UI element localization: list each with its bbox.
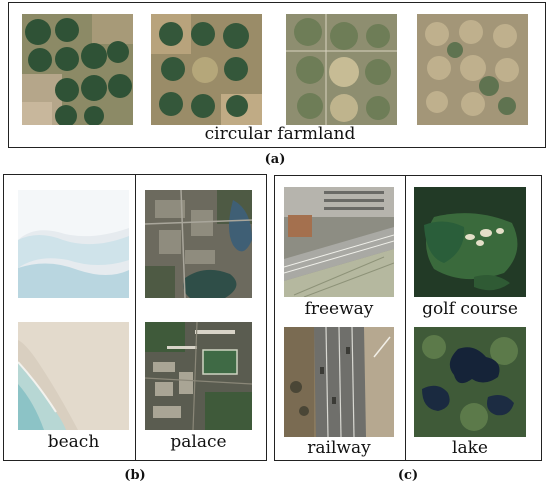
beach-label: beach [47, 432, 100, 452]
freeway-image [284, 187, 394, 297]
lake-image [414, 327, 526, 437]
lake-label: lake [452, 438, 488, 458]
palace-label: palace [170, 432, 227, 452]
farmland-image-4 [417, 14, 528, 125]
golf-course-label: golf course [422, 299, 518, 319]
panel-c-label: (c) [397, 468, 419, 483]
panel-c-frame [274, 175, 542, 461]
golf-course-image [414, 187, 526, 297]
beach-image-1 [18, 190, 129, 298]
freeway-label: freeway [304, 299, 374, 319]
farmland-image-3 [286, 14, 397, 125]
railway-label: railway [307, 438, 371, 458]
panel-a-frame [8, 2, 546, 148]
panel-a-caption: circular farmland [204, 124, 356, 144]
farmland-image-1 [22, 14, 133, 125]
panel-a-label: (a) [264, 152, 286, 167]
beach-image-2 [18, 322, 129, 430]
panel-b-label: (b) [124, 468, 146, 483]
panel-c-divider [405, 175, 407, 461]
railway-image [284, 327, 394, 437]
palace-image-1 [145, 190, 252, 298]
farmland-image-2 [151, 14, 262, 125]
palace-image-2 [145, 322, 252, 430]
panel-b-divider [135, 174, 137, 461]
